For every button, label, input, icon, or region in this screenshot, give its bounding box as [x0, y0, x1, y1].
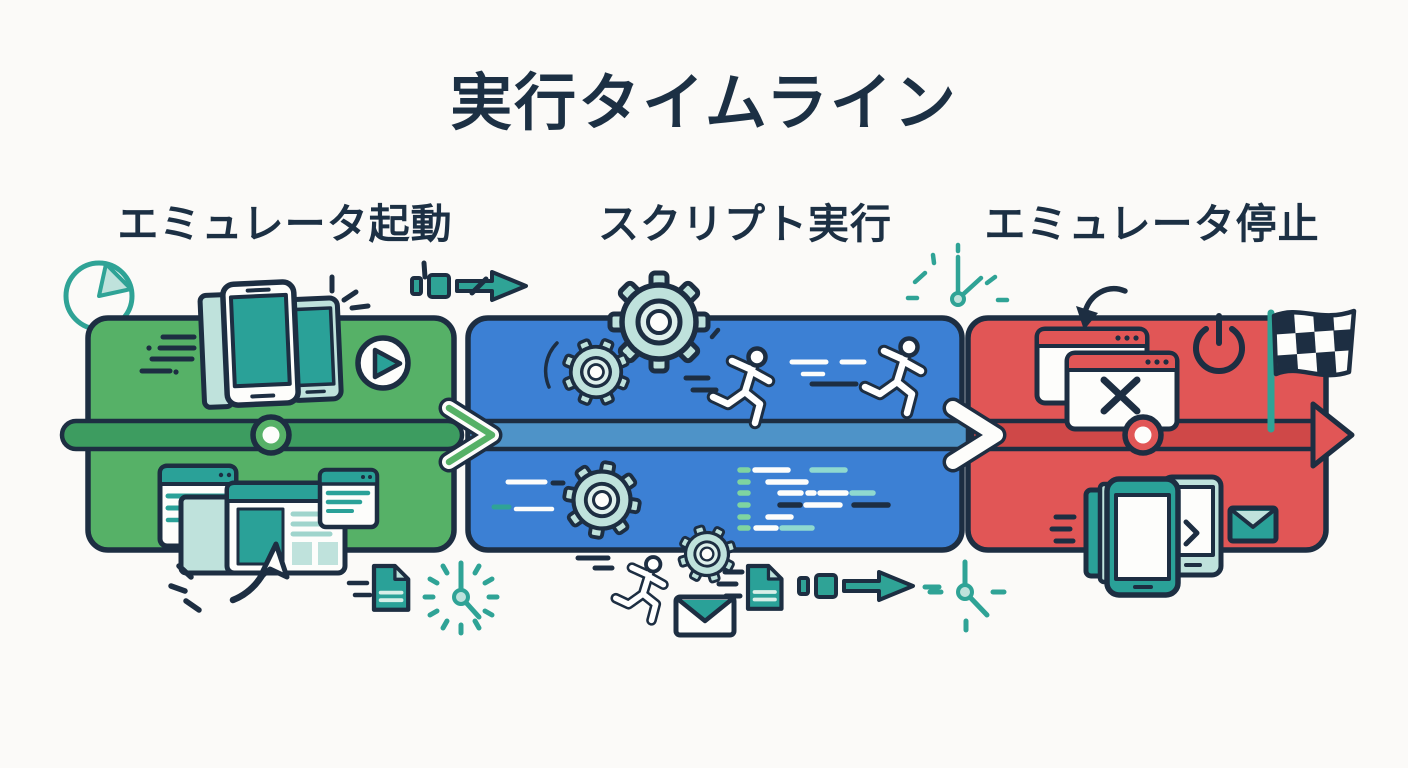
speed-lines: [716, 569, 745, 599]
device-stack-icon: [1083, 474, 1224, 598]
speed-lines: [683, 375, 719, 393]
device-stack-icon: [197, 279, 344, 410]
code-lines: [737, 467, 891, 531]
phase-transition-chevron-2: [942, 397, 1007, 473]
envelope-icon: [673, 594, 737, 638]
speed-lines: [575, 555, 615, 571]
checkered-flag-icon: [1267, 308, 1357, 433]
motion-arc: [543, 341, 559, 389]
spark-lines: [421, 260, 489, 296]
dashed-arrow-icon: [797, 570, 915, 602]
timeline-end-arrowhead: [1310, 401, 1355, 469]
spark-line: [709, 327, 721, 340]
envelope-icon: [1227, 505, 1279, 544]
speed-lines: [789, 359, 867, 387]
browser-window-icon: [317, 467, 380, 530]
speed-lines: [1049, 514, 1077, 544]
speed-lines: [491, 479, 566, 512]
phase-label-stop: エミュレータ停止: [984, 200, 1320, 248]
cursor-click-icon: [168, 541, 290, 613]
speed-lines: [139, 334, 197, 375]
spark-lines: [329, 274, 371, 311]
dashed-clock-icon: [422, 560, 500, 636]
power-icon: [1193, 313, 1245, 374]
browser-close-icon: [1064, 350, 1180, 432]
main-browser-window-icon: [224, 480, 348, 576]
phase-label-start: エミュレータ起動: [117, 200, 453, 248]
runner-icon: [616, 557, 664, 620]
minimal-clock-icon: [927, 559, 1007, 633]
stopwatch-burst-icon: [905, 242, 1010, 307]
phase-transition-chevron-1: [438, 397, 503, 473]
timeline-node-start: [250, 414, 292, 456]
page-title: 実行タイムライン: [450, 66, 958, 139]
document-icon: [748, 566, 781, 609]
curved-arrow-icon: [1076, 286, 1128, 330]
speed-lines: [346, 580, 373, 598]
close-x-icon: [1100, 376, 1141, 415]
document-icon: [374, 566, 408, 610]
phase-label-run: スクリプト実行: [598, 200, 892, 248]
play-icon: [355, 335, 411, 391]
dashed-arrow-icon: [410, 270, 528, 302]
timeline-node-stop: [1122, 414, 1164, 456]
